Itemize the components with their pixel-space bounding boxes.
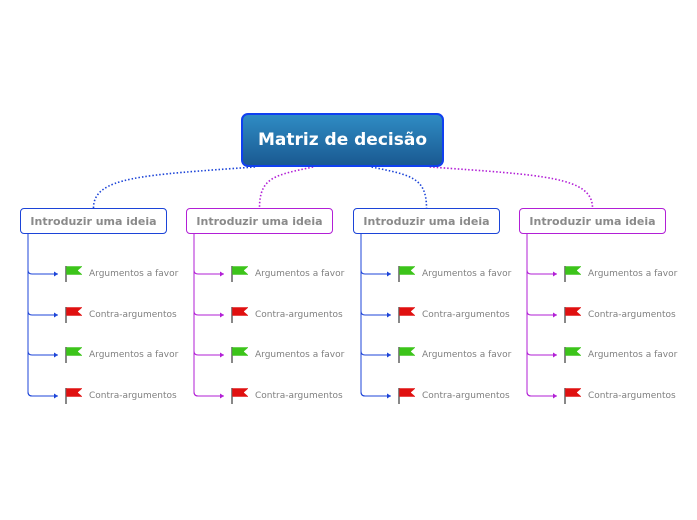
green-flag-icon [564,266,582,282]
subtopic-4-1[interactable]: Argumentos a favor [563,264,677,284]
subtopic-label: Argumentos a favor [422,269,512,279]
subtopic-label: Argumentos a favor [89,269,179,279]
red-flag-icon [398,307,416,323]
arrowhead [54,271,58,277]
green-flag-icon [398,347,416,363]
subtopic-label: Argumentos a favor [255,269,345,279]
arrowhead [220,271,224,277]
arrowhead [553,393,557,399]
leaf-connector [526,269,557,275]
subtopic-label: Argumentos a favor [588,350,678,360]
subtopic-3-3[interactable]: Argumentos a favor [397,345,511,365]
subtopic-label: Contra-argumentos [588,310,676,320]
branch-topic-1[interactable]: Introduzir uma ideia [20,208,167,234]
arrowhead [54,352,58,358]
green-flag-icon [65,266,83,282]
branch-topic-2[interactable]: Introduzir uma ideia [186,208,333,234]
leaf-connector [27,310,58,316]
subtopic-1-2[interactable]: Contra-argumentos [64,305,177,325]
subtopic-1-3[interactable]: Argumentos a favor [64,345,178,365]
subtopic-label: Argumentos a favor [89,350,179,360]
arrowhead [553,312,557,318]
green-flag-icon [564,347,582,363]
branch-topic-label: Introduzir uma ideia [196,214,323,228]
root-connector-1 [92,166,256,209]
leaf-connector [526,391,557,397]
arrowhead [387,393,391,399]
subtopic-label: Contra-argumentos [588,391,676,401]
leaf-connector [27,391,58,397]
subtopic-label: Contra-argumentos [89,391,177,401]
arrowhead [220,352,224,358]
subtopic-2-4[interactable]: Contra-argumentos [230,386,343,406]
root-connector-3 [371,166,428,209]
arrowhead [387,352,391,358]
leaf-connector [360,310,391,316]
leaf-connector [193,391,224,397]
red-flag-icon [564,388,582,404]
leaf-connector [193,310,224,316]
subtopic-1-4[interactable]: Contra-argumentos [64,386,177,406]
leaf-connector [526,350,557,356]
green-flag-icon [231,347,249,363]
branch-topic-3[interactable]: Introduzir uma ideia [353,208,500,234]
arrowhead [553,352,557,358]
leaf-connector [360,350,391,356]
arrowhead [54,312,58,318]
subtopic-4-4[interactable]: Contra-argumentos [563,386,676,406]
green-flag-icon [398,266,416,282]
subtopic-1-1[interactable]: Argumentos a favor [64,264,178,284]
central-topic-label: Matriz de decisão [257,130,428,150]
arrowhead [220,312,224,318]
red-flag-icon [231,388,249,404]
leaf-connector [193,350,224,356]
subtopic-label: Contra-argumentos [89,310,177,320]
arrowhead [387,271,391,277]
branch-topic-label: Introduzir uma ideia [363,214,490,228]
subtopic-3-1[interactable]: Argumentos a favor [397,264,511,284]
arrowhead [220,393,224,399]
subtopic-4-2[interactable]: Contra-argumentos [563,305,676,325]
branch-topic-label: Introduzir uma ideia [529,214,656,228]
arrowhead [387,312,391,318]
leaf-connector [27,269,58,275]
subtopic-label: Argumentos a favor [255,350,345,360]
red-flag-icon [564,307,582,323]
branch-topic-label: Introduzir uma ideia [30,214,157,228]
leaf-connector [360,391,391,397]
central-topic[interactable]: Matriz de decisão [241,113,444,167]
green-flag-icon [231,266,249,282]
red-flag-icon [231,307,249,323]
red-flag-icon [65,388,83,404]
root-connector-4 [429,166,594,209]
leaf-connector [27,350,58,356]
subtopic-label: Argumentos a favor [422,350,512,360]
leaf-connector [193,269,224,275]
red-flag-icon [65,307,83,323]
red-flag-icon [398,388,416,404]
arrowhead [553,271,557,277]
subtopic-2-2[interactable]: Contra-argumentos [230,305,343,325]
branch-topic-4[interactable]: Introduzir uma ideia [519,208,666,234]
leaf-connector [360,269,391,275]
subtopic-label: Contra-argumentos [422,310,510,320]
subtopic-label: Contra-argumentos [255,391,343,401]
subtopic-4-3[interactable]: Argumentos a favor [563,345,677,365]
subtopic-2-3[interactable]: Argumentos a favor [230,345,344,365]
subtopic-3-4[interactable]: Contra-argumentos [397,386,510,406]
leaf-connector [526,310,557,316]
arrowhead [54,393,58,399]
subtopic-label: Argumentos a favor [588,269,678,279]
subtopic-label: Contra-argumentos [422,391,510,401]
root-connector-2 [258,166,314,209]
subtopic-2-1[interactable]: Argumentos a favor [230,264,344,284]
subtopic-3-2[interactable]: Contra-argumentos [397,305,510,325]
subtopic-label: Contra-argumentos [255,310,343,320]
green-flag-icon [65,347,83,363]
